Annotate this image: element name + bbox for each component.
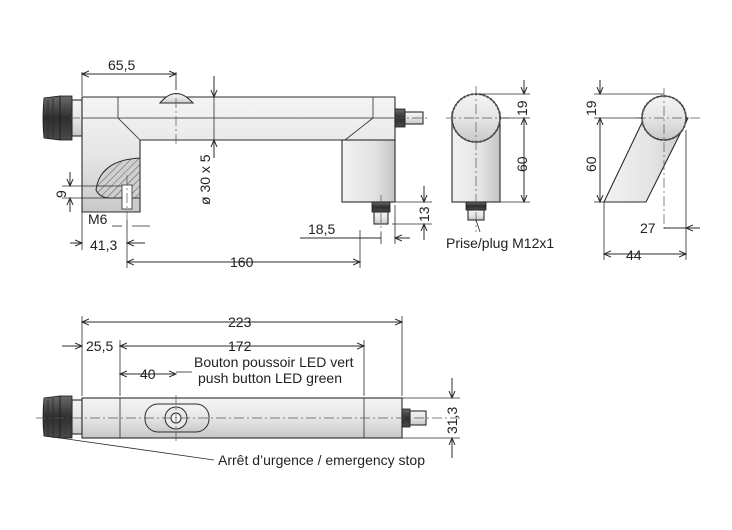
side-view-dimensions: 19 60 Prise/plug M12x1 <box>446 80 554 251</box>
dim-diameter-30x5: ø 30 x 5 <box>197 154 213 205</box>
estop-label: Arrêt d’urgence / emergency stop <box>218 452 425 468</box>
right-leg <box>341 139 396 203</box>
dim-223: 223 <box>228 314 252 330</box>
angled-view-dimensions: 19 60 27 44 <box>583 80 700 263</box>
dim-41-3: 41,3 <box>90 237 117 253</box>
plug-label: Prise/plug M12x1 <box>446 235 554 251</box>
dim-19-side: 19 <box>514 100 530 116</box>
dim-18-5: 18,5 <box>308 221 335 237</box>
dim-13: 13 <box>416 206 432 222</box>
side-view <box>446 86 512 232</box>
front-view-dimensions: 65,5 ø 30 x 5 9 M6 41,3 160 18,5 13 <box>53 57 432 270</box>
dim-25-5: 25,5 <box>86 338 113 354</box>
dim-65-5: 65,5 <box>108 57 135 73</box>
led-label-en: push button LED green <box>198 370 342 386</box>
dim-27: 27 <box>640 220 656 236</box>
dim-m6: M6 <box>88 211 108 227</box>
angled-view <box>603 88 700 232</box>
dim-60-angled: 60 <box>583 156 599 172</box>
top-view <box>36 395 460 442</box>
top-view-dimensions: 223 25,5 172 40 Bouton poussoir LED vert… <box>59 314 460 468</box>
dim-31-3: 31,3 <box>444 407 460 434</box>
dim-44: 44 <box>626 247 642 263</box>
dim-160: 160 <box>230 254 254 270</box>
front-view <box>42 80 430 232</box>
led-button-dome <box>158 92 195 104</box>
dim-172: 172 <box>228 338 252 354</box>
dim-40: 40 <box>140 366 156 382</box>
dim-19-angled: 19 <box>583 100 599 116</box>
dim-60-side: 60 <box>514 156 530 172</box>
led-label-fr: Bouton poussoir LED vert <box>194 354 354 370</box>
dim-9: 9 <box>53 190 69 198</box>
